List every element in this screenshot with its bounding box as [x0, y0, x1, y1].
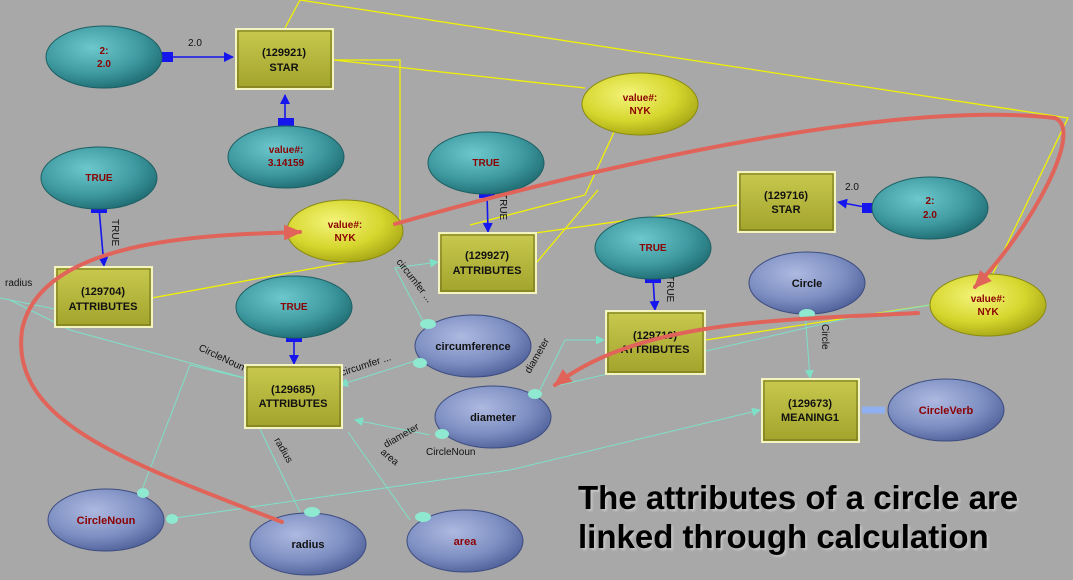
box-id: (129716): [764, 190, 808, 202]
node-line2: NYK: [334, 233, 356, 244]
box-129921[interactable]: (129921) STAR: [235, 28, 334, 90]
box-type: ATTRIBUTES: [69, 301, 138, 313]
node-pi[interactable]: value#: 3.14159: [227, 125, 345, 189]
box-type: ATTRIBUTES: [259, 398, 328, 410]
caption-line-2: linked through calculation: [578, 518, 989, 555]
node-line2: 3.14159: [268, 158, 305, 169]
node-value-right[interactable]: value#: NYK: [929, 273, 1047, 337]
box-type: ATTRIBUTES: [621, 344, 690, 356]
edge-label-true-a: TRUE: [109, 219, 120, 247]
node-line1: value#:: [269, 145, 303, 156]
box-id: (129704): [81, 286, 125, 298]
node-line1: TRUE: [472, 158, 500, 169]
highlight-arrow-value-to-diameter: [553, 311, 920, 387]
edge-label-radius-left: radius: [5, 278, 32, 289]
box-id: (129685): [271, 384, 315, 396]
node-circleverb[interactable]: CircleVerb: [887, 378, 1005, 442]
box-id: (129673): [788, 398, 832, 410]
node-true-c[interactable]: TRUE: [235, 275, 353, 339]
node-line1: circumference: [435, 341, 510, 353]
box-type: STAR: [771, 204, 800, 216]
edge-label-true-d: TRUE: [664, 275, 675, 303]
edge-label-two-a: 2.0: [188, 38, 202, 49]
edge-label-two-b: 2.0: [845, 182, 859, 193]
node-line1: value#:: [971, 294, 1005, 305]
box-129927[interactable]: (129927) ATTRIBUTES: [438, 232, 537, 294]
node-radius[interactable]: radius: [249, 512, 367, 576]
edge-label-area: area: [378, 447, 401, 469]
node-value-top[interactable]: value#: NYK: [581, 72, 699, 136]
node-two-a[interactable]: 2: 2.0: [45, 25, 163, 89]
node-line1: radius: [291, 539, 324, 551]
caption-line-1: The attributes of a circle are: [578, 479, 1019, 516]
highlight-path: [19, 112, 1066, 524]
box-type: ATTRIBUTES: [453, 265, 522, 277]
box-id: (129921): [262, 47, 306, 59]
edge-label-circumfer-b: circumfer ...: [340, 352, 393, 379]
node-line1: value#:: [328, 220, 362, 231]
node-line2: 2.0: [97, 59, 111, 70]
highlight-arrow-radius-to-value: [19, 224, 302, 524]
edge-label-circumfer-a: circumfer ...: [394, 257, 435, 305]
node-true-d[interactable]: TRUE: [594, 216, 712, 280]
connector-dots: [137, 309, 815, 524]
node-line1: TRUE: [639, 243, 667, 254]
edge-label-diameter-b: diameter: [382, 421, 422, 450]
edge-label-circlenoun-b: CircleNoun: [426, 447, 475, 458]
node-circle[interactable]: Circle: [748, 251, 866, 315]
node-line1: CircleNoun: [77, 515, 136, 527]
node-value-mid[interactable]: value#: NYK: [286, 199, 404, 263]
node-line1: TRUE: [85, 173, 113, 184]
edge-label-circlenoun-a: CircleNoun: [197, 343, 246, 374]
node-true-a[interactable]: TRUE: [40, 146, 158, 210]
box-id: (129927): [465, 250, 509, 262]
box-type: STAR: [269, 62, 298, 74]
box-129685[interactable]: (129685) ATTRIBUTES: [244, 364, 343, 429]
box-id: (129710): [633, 330, 677, 342]
node-area[interactable]: area: [406, 509, 524, 573]
edge-label-true-b: TRUE: [497, 193, 508, 221]
box-129704[interactable]: (129704) ATTRIBUTES: [54, 266, 153, 328]
node-line2: 2.0: [923, 210, 937, 221]
node-line1: Circle: [792, 278, 823, 290]
node-line1: value#:: [623, 93, 657, 104]
edge-label-circle: Circle: [819, 324, 830, 350]
node-line2: NYK: [977, 307, 999, 318]
node-circumference[interactable]: circumference: [414, 314, 532, 378]
node-circlenoun[interactable]: CircleNoun: [47, 488, 165, 552]
node-line1: 2:: [926, 196, 935, 207]
node-line1: CircleVerb: [919, 405, 974, 417]
node-two-b[interactable]: 2: 2.0: [871, 176, 989, 240]
box-129673[interactable]: (129673) MEANING1: [761, 378, 860, 443]
highlight-arrow-value-to-value: [393, 112, 1066, 289]
node-line1: diameter: [470, 412, 517, 424]
node-line1: 2:: [100, 46, 109, 57]
caption: The attributes of a circle are linked th…: [578, 478, 1058, 556]
box-129716[interactable]: (129716) STAR: [737, 171, 836, 233]
box-type: MEANING1: [781, 412, 839, 424]
node-line1: area: [454, 536, 478, 548]
node-diameter[interactable]: diameter: [434, 385, 552, 449]
cyan-links: [0, 258, 931, 521]
node-line2: NYK: [629, 106, 651, 117]
node-line1: TRUE: [280, 302, 308, 313]
node-true-b[interactable]: TRUE: [427, 131, 545, 195]
box-129710[interactable]: (129710) ATTRIBUTES: [605, 310, 706, 375]
